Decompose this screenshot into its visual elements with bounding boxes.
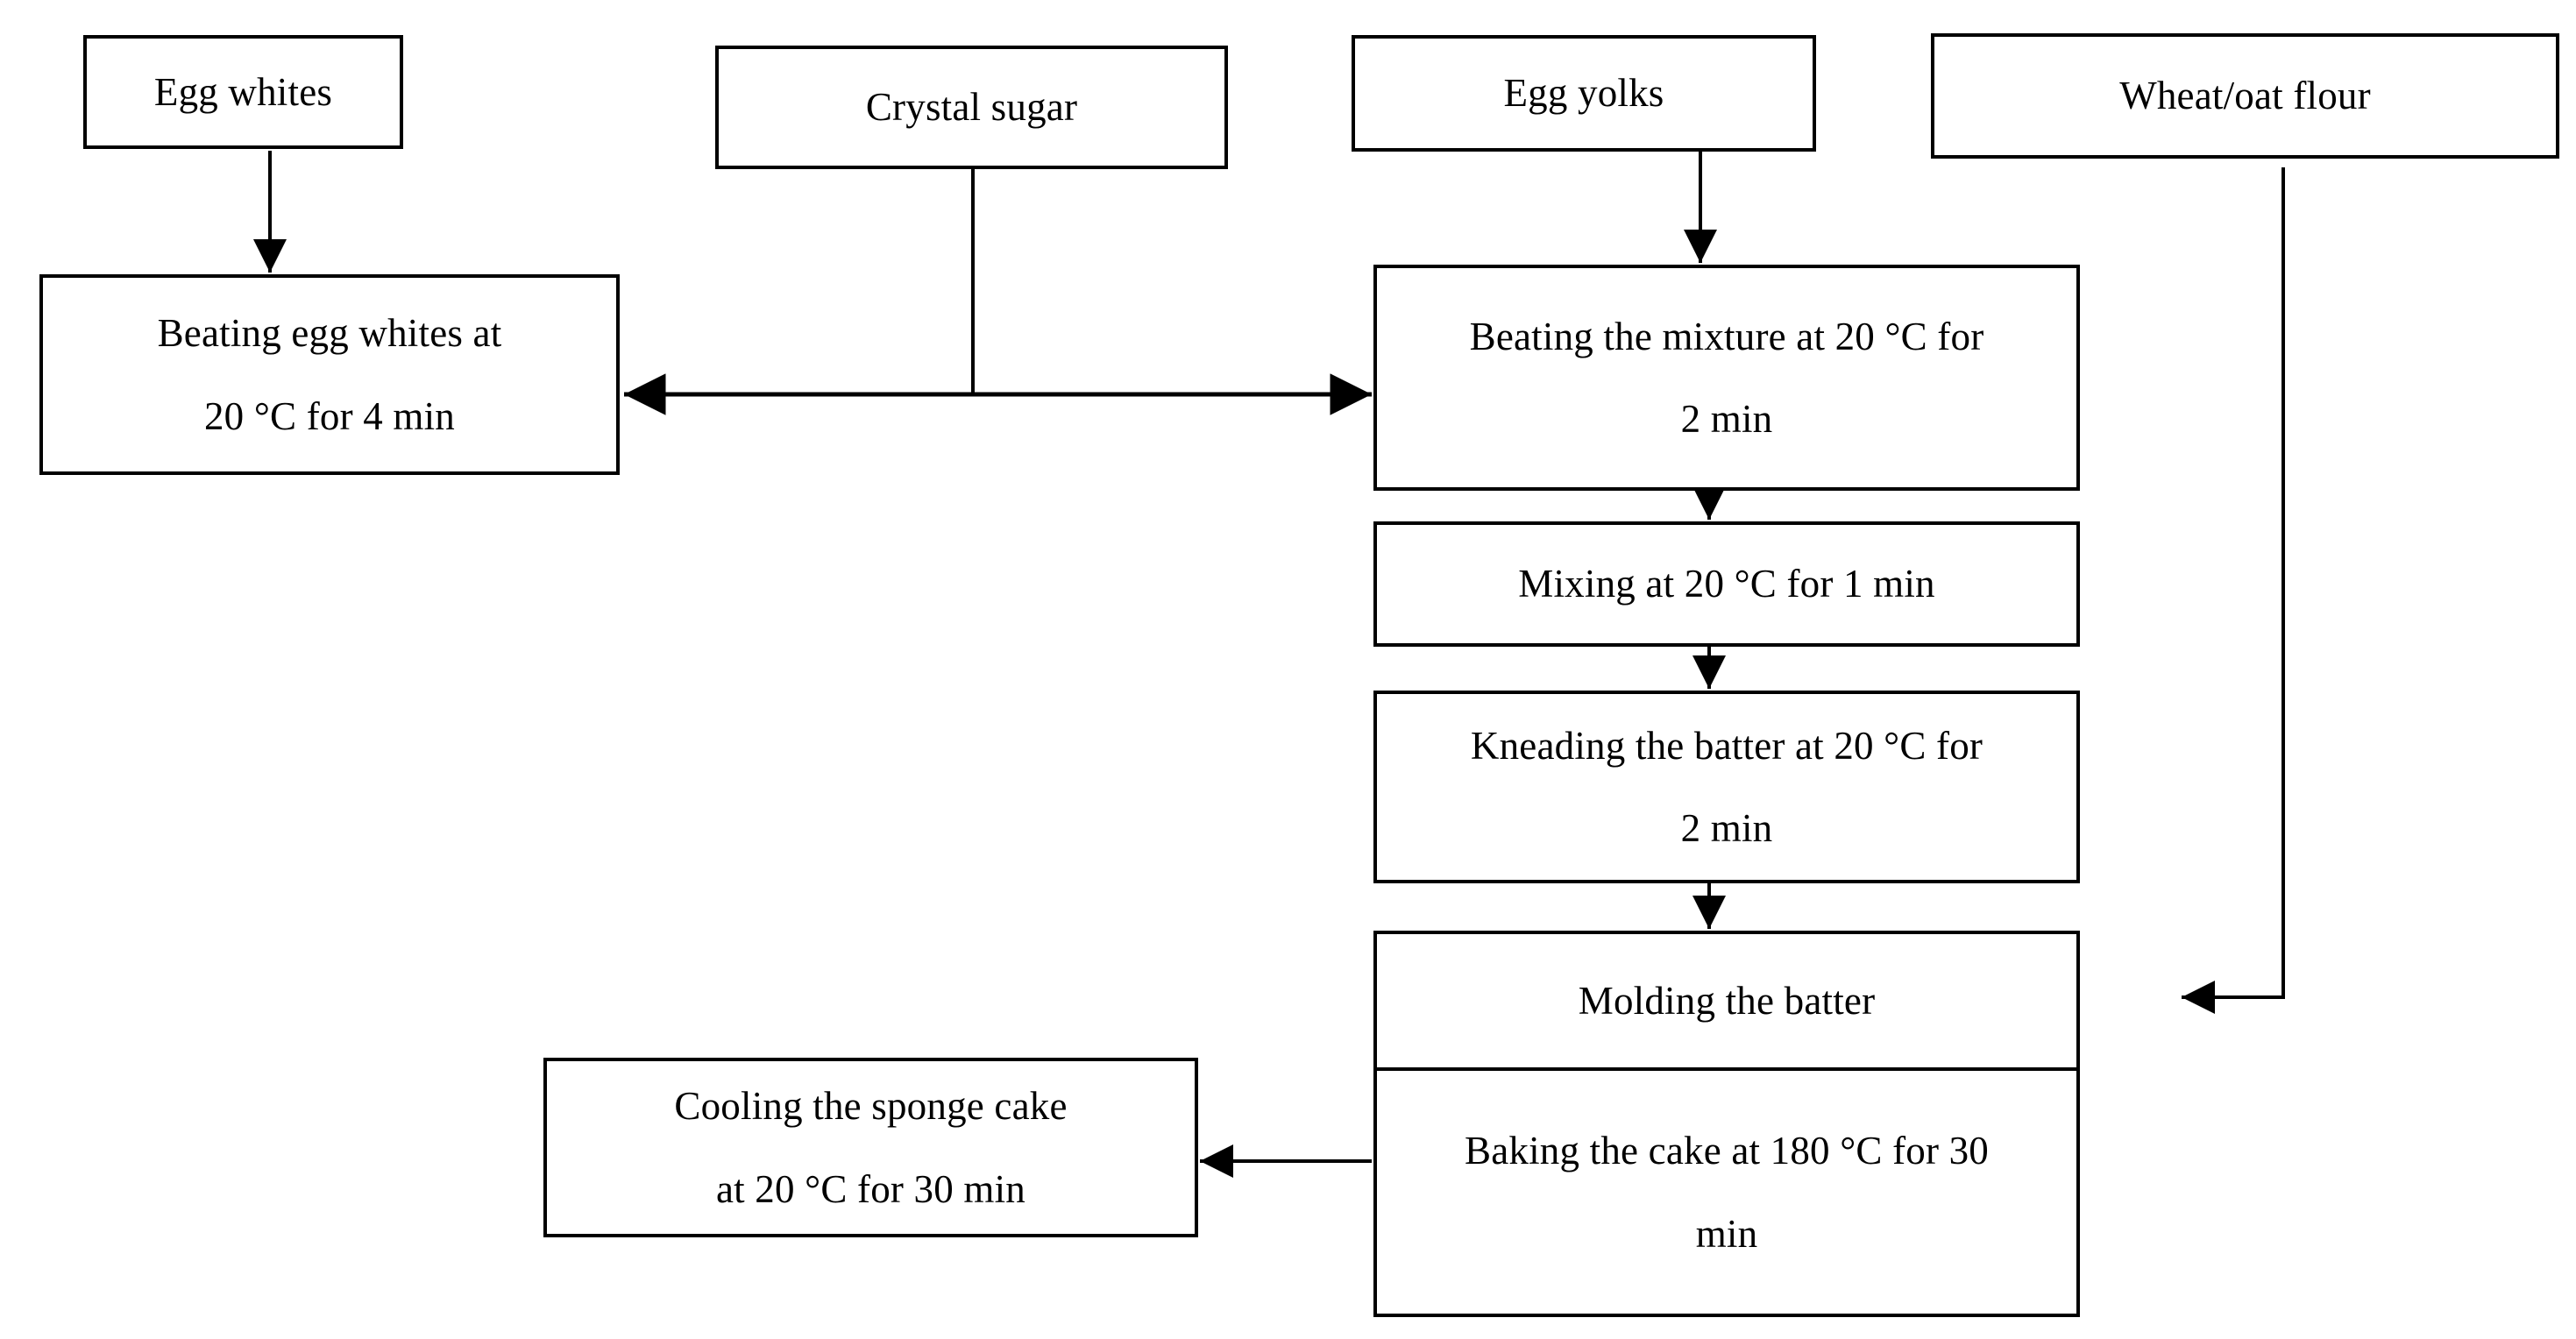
node-egg-whites-label: Egg whites: [153, 69, 333, 114]
node-baking: Baking the cake at 180 °C for 30 min: [1373, 1067, 2080, 1317]
node-kneading-label: Kneading the batter at 20 °C for 2 min: [1470, 723, 1983, 851]
node-crystal-sugar: Crystal sugar: [715, 46, 1228, 169]
node-egg-whites: Egg whites: [83, 35, 403, 149]
node-beating-egg-whites-label: Beating egg whites at 20 °C for 4 min: [157, 311, 502, 438]
node-molding: Molding the batter: [1373, 931, 2080, 1071]
node-wheat-oat-flour-label: Wheat/oat flour: [2119, 74, 2371, 118]
node-crystal-sugar-label: Crystal sugar: [865, 85, 1078, 130]
node-beating-mixture-label: Beating the mixture at 20 °C for 2 min: [1469, 314, 1984, 442]
node-beating-mixture: Beating the mixture at 20 °C for 2 min: [1373, 265, 2080, 491]
node-egg-yolks-label: Egg yolks: [1503, 71, 1664, 116]
node-wheat-oat-flour: Wheat/oat flour: [1931, 33, 2559, 159]
node-egg-yolks: Egg yolks: [1352, 35, 1816, 152]
node-cooling-label: Cooling the sponge cake at 20 °C for 30 …: [674, 1084, 1068, 1211]
node-mixing: Mixing at 20 °C for 1 min: [1373, 521, 2080, 647]
node-baking-label: Baking the cake at 180 °C for 30 min: [1465, 1129, 1989, 1256]
node-beating-egg-whites: Beating egg whites at 20 °C for 4 min: [39, 274, 620, 475]
node-molding-label: Molding the batter: [1578, 978, 1876, 1023]
node-cooling: Cooling the sponge cake at 20 °C for 30 …: [543, 1058, 1198, 1237]
arrow-wheat-oat-flour-to-molding: [2182, 167, 2285, 1014]
node-kneading: Kneading the batter at 20 °C for 2 min: [1373, 691, 2080, 883]
node-mixing-label: Mixing at 20 °C for 1 min: [1518, 562, 1935, 606]
